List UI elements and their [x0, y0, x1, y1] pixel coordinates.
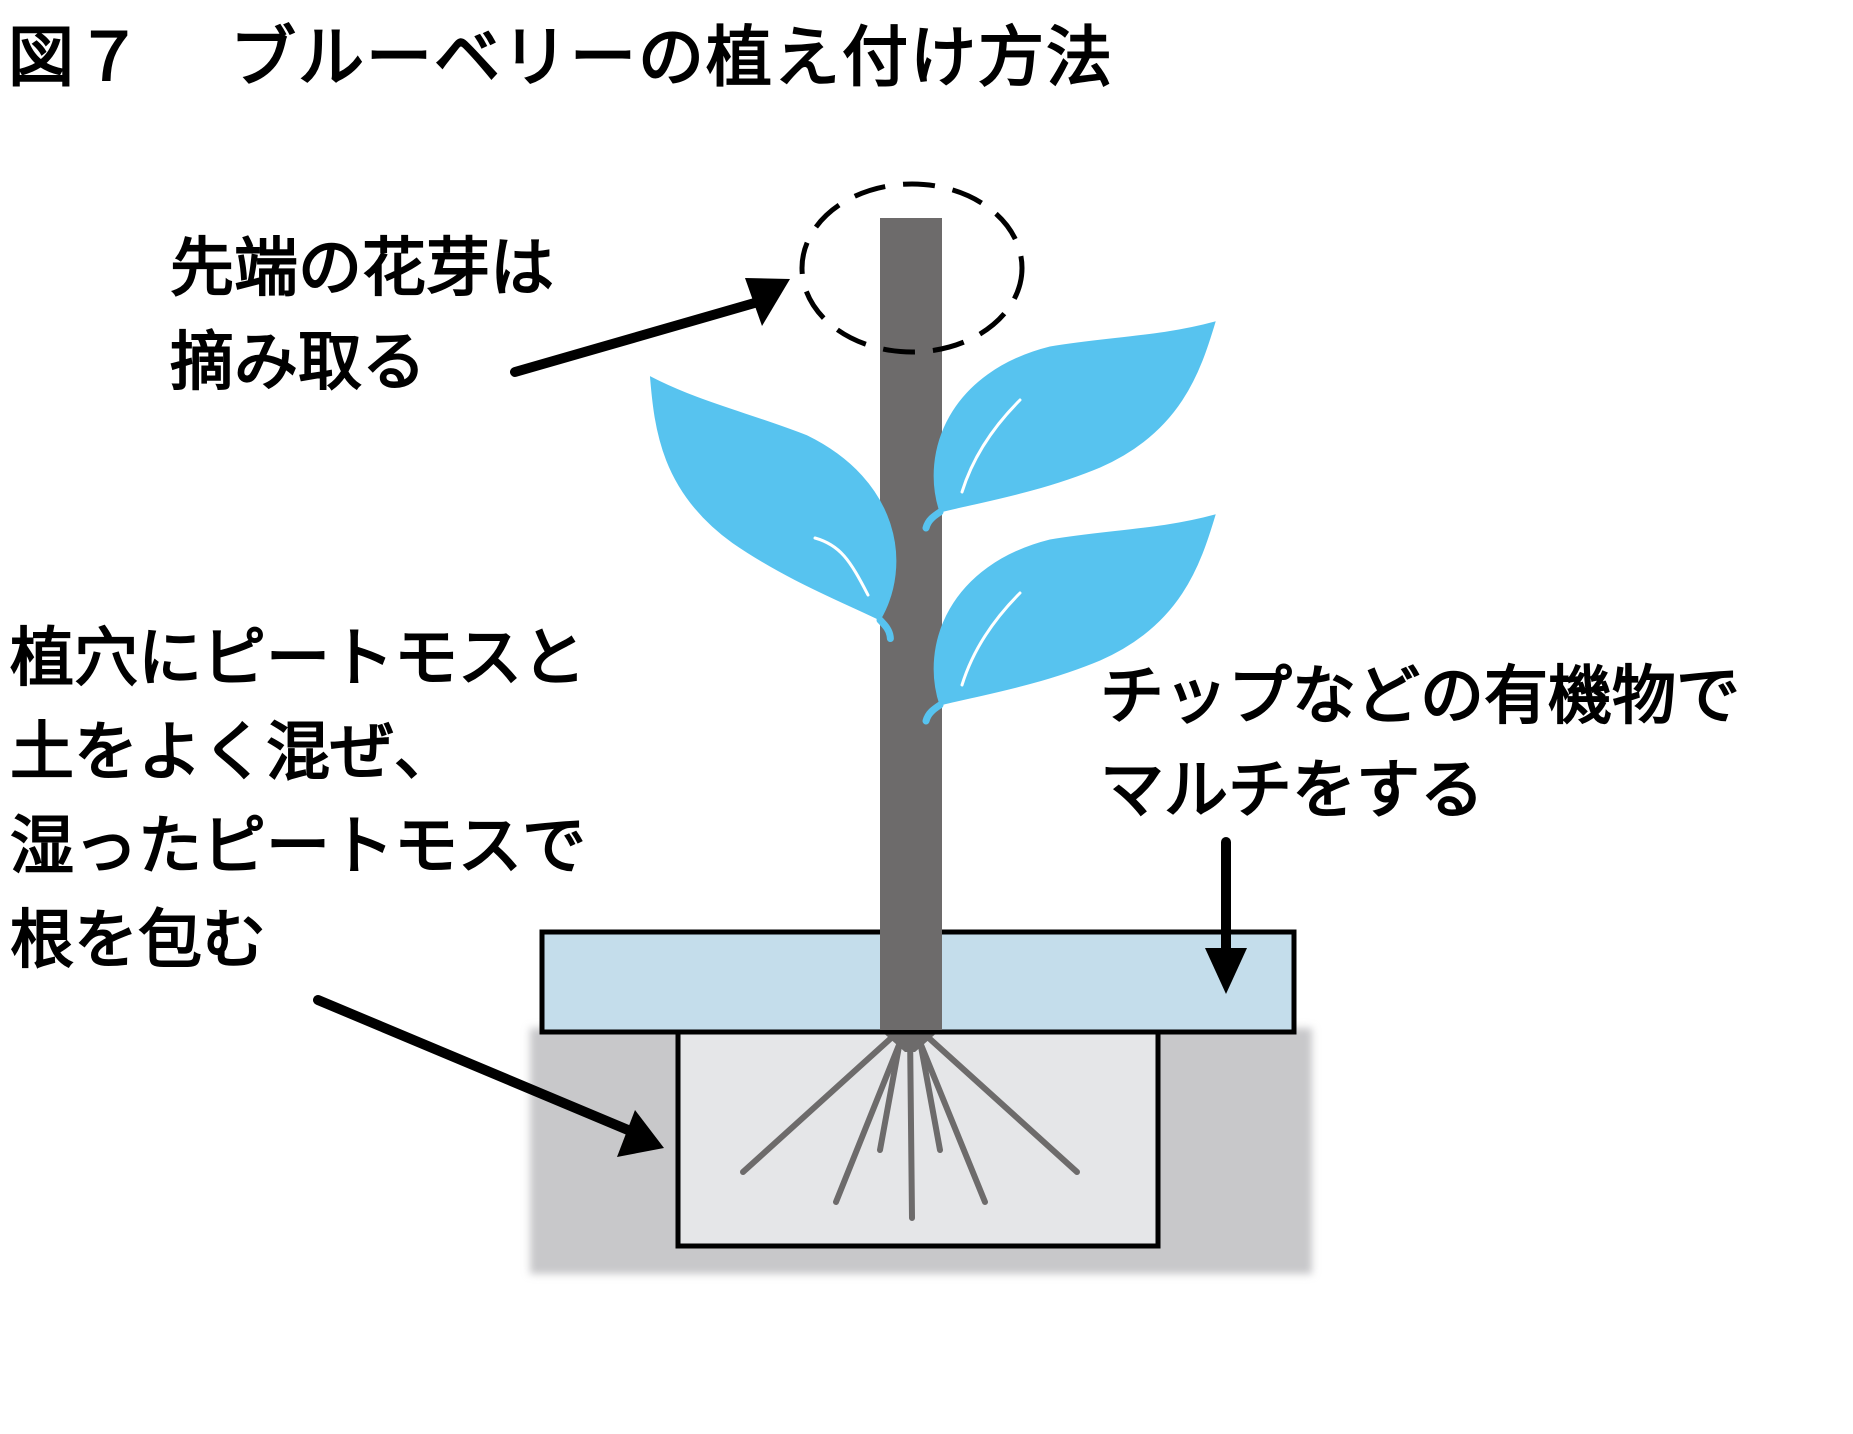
soil-label-line: 土をよく混ぜ、 — [10, 716, 458, 790]
figure-title: 図７ ブルーベリーの植え付け方法 — [8, 4, 1114, 100]
root — [912, 1027, 988, 1205]
soil-label-line: 根を包む — [10, 904, 266, 978]
leaf-upper-right — [926, 322, 1215, 528]
root — [917, 1027, 1080, 1175]
flower-bud-highlight — [799, 181, 1025, 355]
root — [907, 1027, 915, 1221]
mulch-label: チップなどの有機物で マルチをする — [1100, 650, 1740, 838]
tip-label: 先端の花芽は 摘み取る — [170, 222, 554, 410]
figure-number: 図７ — [8, 19, 144, 96]
mulch-label-line: チップなどの有機物で — [1100, 660, 1740, 734]
mulch-arrow — [1205, 837, 1247, 994]
root — [877, 1027, 905, 1153]
mulch-label-line: マルチをする — [1100, 754, 1484, 828]
root — [915, 1027, 943, 1153]
tip-label-line: 摘み取る — [170, 326, 426, 400]
planting-hole — [675, 1027, 1161, 1249]
tip-arrow — [510, 278, 790, 377]
figure-title-text: ブルーベリーの植え付け方法 — [230, 19, 1114, 96]
roots — [740, 1027, 1080, 1221]
root — [833, 1027, 908, 1205]
leaf-vein — [960, 591, 1022, 687]
leaf-vein — [960, 398, 1022, 494]
tip-label-line: 先端の花芽は — [170, 232, 554, 306]
soil-label-line: 植穴にピートモスと — [10, 622, 586, 696]
stem — [880, 218, 942, 1030]
soil-label: 植穴にピートモスと 土をよく混ぜ、 湿ったピートモスで 根を包む — [10, 612, 586, 988]
soil-arrow — [313, 995, 664, 1157]
root — [740, 1027, 903, 1175]
leaf-vein — [813, 536, 870, 597]
root-crown — [880, 1030, 940, 1052]
soil-label-line: 湿ったピートモスで — [10, 810, 586, 884]
